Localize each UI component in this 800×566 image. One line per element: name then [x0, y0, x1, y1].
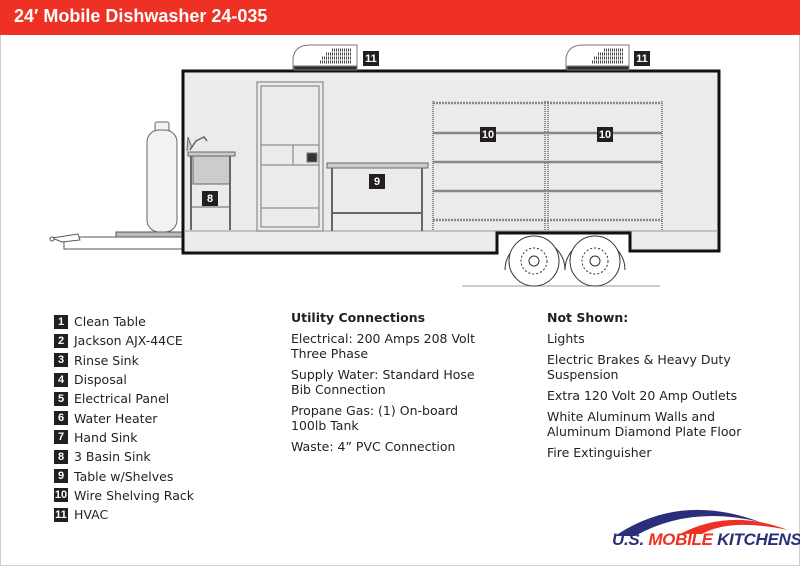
utility-item: Electrical: 200 Amps 208 Volt Three Phas… — [291, 331, 476, 361]
utility-heading: Utility Connections — [291, 310, 426, 325]
legend-label: Electrical Panel — [74, 391, 170, 407]
legend-label: Wire Shelving Rack — [74, 487, 194, 503]
title-bar: 24′ Mobile Dishwasher 24-035 — [0, 0, 800, 35]
legend-item: 2 Jackson AJX-44CE — [54, 331, 194, 350]
legend-number: 9 — [54, 469, 68, 484]
equipment-legend: 1 Clean Table 2 Jackson AJX-44CE 3 Rinse Si… — [54, 312, 194, 524]
door — [256, 81, 324, 232]
hitch-tongue — [49, 231, 185, 250]
legend-number: 11 — [54, 507, 68, 522]
legend-number: 10 — [54, 488, 68, 503]
utility-item: Supply Water: Standard Hose Bib Connecti… — [291, 367, 475, 397]
three-basin-sink — [186, 136, 236, 230]
not-shown-item: Fire Extinguisher — [547, 445, 652, 460]
legend-item: 11 HVAC — [54, 505, 194, 524]
legend-item: 8 3 Basin Sink — [54, 447, 194, 466]
door-handle-icon — [306, 152, 318, 163]
legend-item: 4 Disposal — [54, 370, 194, 389]
legend-label: Water Heater — [74, 410, 158, 426]
not-shown-item: Lights — [547, 331, 585, 346]
legend-label: 3 Basin Sink — [74, 449, 151, 465]
trailer-diagram: 11 11 10 10 9 8 — [49, 44, 721, 287]
utility-connections: Utility Connections Electrical: 200 Amps… — [291, 310, 491, 460]
label-hvac: 11 — [365, 53, 377, 65]
hvac-unit-icon — [292, 44, 358, 71]
legend-item: 3 Rinse Sink — [54, 351, 194, 370]
propane-tank-icon — [146, 121, 178, 233]
legend-number: 8 — [54, 449, 68, 464]
legend-number: 6 — [54, 411, 68, 426]
not-shown-item: Extra 120 Volt 20 Amp Outlets — [547, 388, 738, 403]
wire-shelving — [432, 101, 663, 231]
legend-number: 3 — [54, 353, 68, 368]
wheels — [462, 235, 660, 287]
legend-label: Jackson AJX-44CE — [74, 333, 183, 349]
legend-number: 7 — [54, 430, 68, 445]
legend-number: 5 — [54, 391, 68, 406]
legend-number: 2 — [54, 333, 68, 348]
not-shown-item: White Aluminum Walls and Aluminum Diamon… — [547, 409, 742, 439]
legend-label: Rinse Sink — [74, 352, 139, 368]
utility-item: Waste: 4” PVC Connection — [291, 439, 456, 454]
page-title: 24′ Mobile Dishwasher 24-035 — [14, 6, 268, 26]
legend-label: Hand Sink — [74, 429, 138, 445]
legend-label: Table w/Shelves — [74, 468, 174, 484]
legend-number: 4 — [54, 372, 68, 387]
legend-label: Clean Table — [74, 314, 146, 330]
label-hvac: 11 — [636, 53, 648, 65]
legend-item: 10 Wire Shelving Rack — [54, 486, 194, 505]
company-logo-text: U.S. MOBILE KITCHENS — [612, 530, 800, 549]
legend-label: HVAC — [74, 507, 109, 523]
legend-item: 5 Electrical Panel — [54, 389, 194, 408]
label-table: 9 — [374, 176, 380, 188]
not-shown-item: Electric Brakes & Heavy Duty Suspension — [547, 352, 731, 382]
legend-label: Disposal — [74, 372, 127, 388]
company-logo-swoosh — [615, 509, 788, 536]
utility-item: Propane Gas: (1) On-board 100lb Tank — [291, 403, 459, 433]
hvac-unit-icon — [565, 44, 630, 71]
not-shown-heading: Not Shown: — [547, 310, 629, 325]
work-table — [326, 162, 429, 231]
label-shelving: 10 — [482, 129, 494, 141]
legend-item: 9 Table w/Shelves — [54, 466, 194, 485]
legend-number: 1 — [54, 314, 68, 329]
label-shelving: 10 — [599, 129, 611, 141]
legend-item: 7 Hand Sink — [54, 428, 194, 447]
not-shown-list: Not Shown: Lights Electric Brakes & Heav… — [547, 310, 757, 466]
legend-item: 6 Water Heater — [54, 408, 194, 427]
label-sink: 8 — [207, 193, 213, 205]
legend-item: 1 Clean Table — [54, 312, 194, 331]
